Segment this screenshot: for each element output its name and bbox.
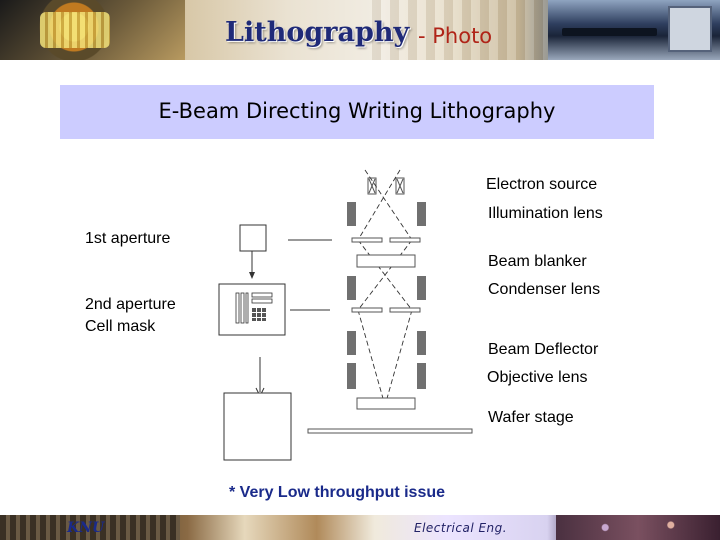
throughput-note: * Very Low throughput issue [229,484,446,501]
wafer-stage [307,428,473,434]
beam-blanker-plate [356,254,416,268]
beam-deflector [347,331,426,355]
label-beam-deflector: Beam Deflector [488,341,599,358]
footer-department: Electrical Eng. [414,521,508,535]
illumination-lens [347,202,426,226]
label-electron-source: Electron source [486,176,598,193]
label-second-aperture: 2nd aperture [85,296,176,313]
label-cell-mask: Cell mask [85,318,156,335]
label-beam-blanker: Beam blanker [488,253,587,270]
label-wafer-stage: Wafer stage [488,409,574,426]
electron-source [367,177,405,195]
header-banner: Lithography - Photo [0,0,720,60]
footer-banner: KNU Electrical Eng. [0,515,720,540]
header-middle-image [372,0,548,60]
topic-band: E-Beam Directing Writing Lithography [60,85,654,139]
first-aperture-block [239,224,267,252]
cell-mask-block [218,283,286,336]
label-first-aperture: 1st aperture [85,230,171,247]
topic-title: E-Beam Directing Writing Lithography [158,99,556,123]
electron-beam-path [357,169,413,403]
wafer-stage-block [223,392,292,461]
label-objective-lens: Objective lens [487,369,588,386]
objective-lens [347,363,426,389]
label-illumination-lens: Illumination lens [488,205,603,222]
page-subtitle: - Photo [418,24,493,48]
footer-right-image [556,515,720,540]
footer-left-image [0,515,180,540]
header-left-image [0,0,185,60]
label-condenser-lens: Condenser lens [488,281,601,298]
header-right-image [548,0,720,60]
second-aperture-plate [351,307,421,313]
first-aperture-plate [351,237,421,243]
page-title: Lithography [225,17,410,48]
condenser-lens [347,276,426,300]
footer-logo-text: KNU [67,520,105,536]
wafer-plate [356,397,416,410]
